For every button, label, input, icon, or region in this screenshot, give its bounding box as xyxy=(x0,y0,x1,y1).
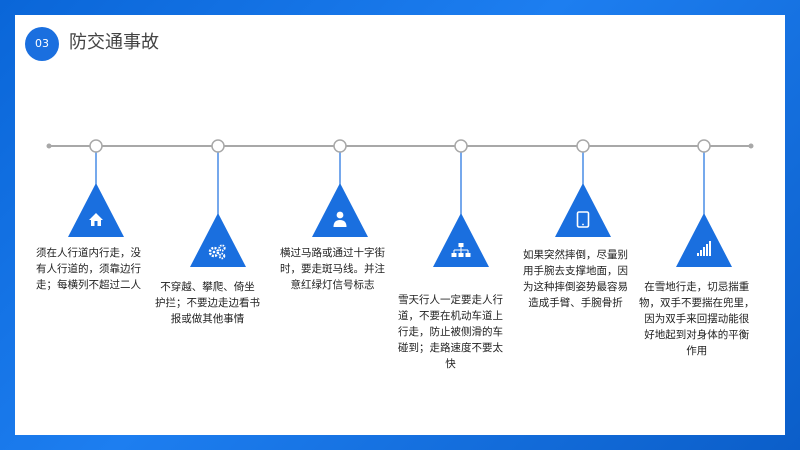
step-6-text: 在雪地行走，切忌揣重 物，双手不要揣在兜里， 因为双手来回摆动能很 好地起到对身… xyxy=(639,281,755,357)
timeline-node-5 xyxy=(555,139,611,237)
step-1-text: 须在人行道内行走，没 有人行道的，须靠边行 走；每横列不超过二人 xyxy=(36,247,141,291)
step-4-text: 雪天行人一定要走人行 道，不要在机动车道上 行走，防止被侧滑的车 碰到；走路速度… xyxy=(398,294,503,370)
signal-bars-icon xyxy=(697,241,711,256)
page-title: 防交通事故 xyxy=(69,32,159,53)
timeline xyxy=(46,139,754,267)
timeline-end-dot xyxy=(748,143,754,149)
timeline-node-1 xyxy=(68,139,124,237)
gears-icon xyxy=(208,244,226,260)
timeline-node-4 xyxy=(433,139,489,267)
step-5-text: 如果突然摔倒，尽量别 用手腕去支撑地面，因 为这种摔倒姿势最容易 造成手臂、手腕… xyxy=(523,249,628,309)
person-icon xyxy=(333,211,347,227)
home-icon xyxy=(89,213,103,226)
tablet-icon xyxy=(576,211,590,228)
section-number-badge: 03 xyxy=(25,27,59,61)
timeline-node-3 xyxy=(312,139,368,237)
network-icon xyxy=(451,243,471,257)
step-3-text: 横过马路或通过十字街 时，要走斑马线。并注 意红绿灯信号标志 xyxy=(280,247,385,291)
timeline-start-dot xyxy=(46,143,52,149)
timeline-node-2 xyxy=(190,139,246,267)
step-2-text: 不穿越、攀爬、倚坐 护拦；不要边走边看书 报或做其他事情 xyxy=(155,281,260,325)
timeline-node-6 xyxy=(676,139,732,267)
slide-panel: 03 防交通事故 xyxy=(15,15,785,435)
